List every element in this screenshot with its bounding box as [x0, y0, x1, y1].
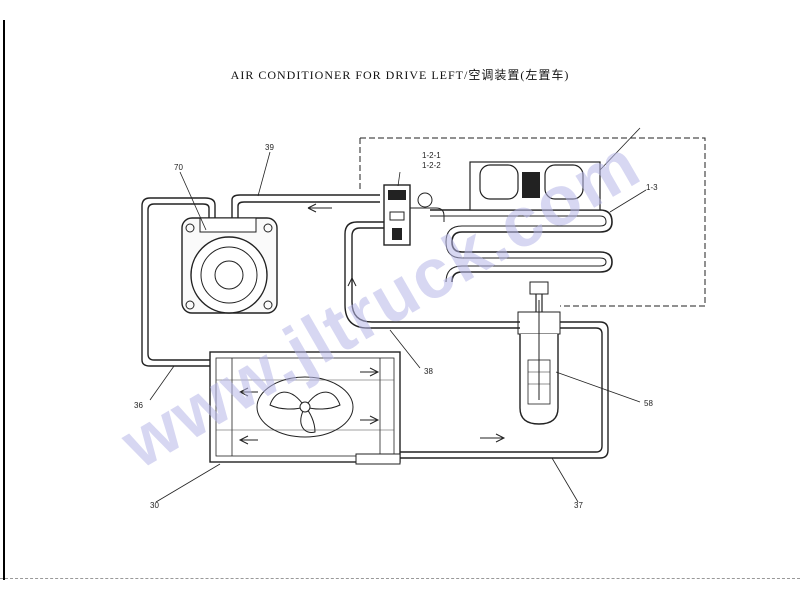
condenser [209, 351, 401, 465]
pipe-37 [400, 321, 609, 459]
label-38: 38 [424, 367, 433, 376]
pipe-39 [231, 194, 380, 218]
label-1-3: 1-3 [646, 183, 658, 192]
label-58: 58 [644, 399, 653, 408]
label-1-2-1: 1-2-1 [422, 151, 441, 160]
label-70: 70 [174, 163, 183, 172]
label-30: 30 [150, 501, 159, 510]
flow-arrow-left [307, 203, 332, 213]
pipe-38 [351, 227, 520, 323]
flow-arrow-right [480, 433, 506, 443]
page-edge-line [3, 20, 5, 580]
receiver-drier [517, 300, 561, 425]
evaporator [430, 209, 613, 283]
diagram-title: AIR CONDITIONER FOR DRIVE LEFT/空调装置(左置车) [230, 68, 570, 82]
label-39: 39 [265, 143, 274, 152]
flow-arrow-up [347, 276, 357, 298]
page-bottom-edge [0, 578, 800, 579]
compressor [181, 217, 278, 314]
pipe-36 [141, 197, 216, 367]
cab-boundary-line [360, 137, 706, 307]
label-37: 37 [574, 501, 583, 510]
expansion-valve [383, 184, 445, 246]
blower-unit [469, 127, 641, 211]
label-1-2-2: 1-2-2 [422, 161, 441, 170]
label-36: 36 [134, 401, 143, 410]
